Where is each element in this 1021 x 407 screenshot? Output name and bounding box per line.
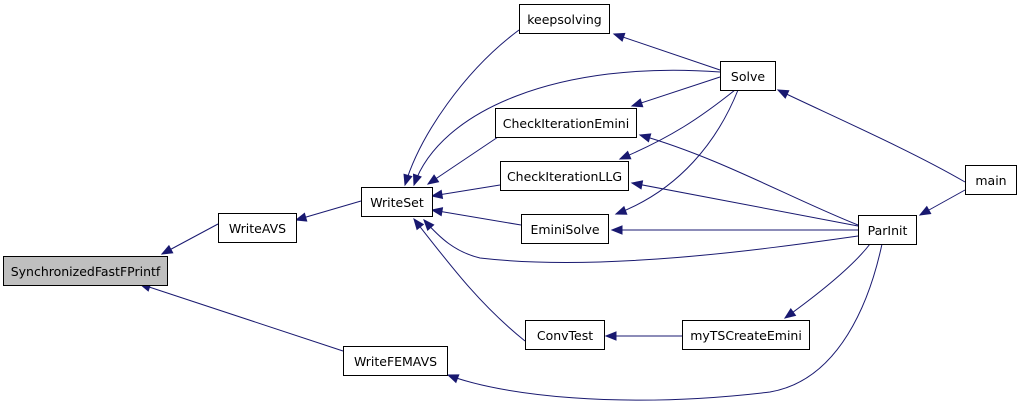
node-wfem[interactable]: WriteFEMAVS	[343, 346, 448, 376]
arrowhead-wavs-sfp	[160, 244, 174, 255]
arrowhead-solv-esol	[614, 205, 628, 215]
node-box[interactable]	[858, 215, 917, 245]
node-label: ConvTest	[537, 328, 593, 343]
node-box[interactable]	[495, 108, 637, 138]
arrowhead-cie-wset	[426, 174, 440, 185]
node-wset[interactable]: WriteSet	[361, 187, 433, 217]
node-box[interactable]	[343, 346, 448, 376]
arrowhead-solv-cie	[630, 98, 644, 108]
edge-cie-wset	[427, 136, 499, 185]
node-pari[interactable]: ParInit	[858, 215, 917, 245]
node-conv[interactable]: ConvTest	[525, 320, 605, 350]
arrowhead-pari-myts	[783, 308, 797, 319]
edge-pari-cie	[639, 134, 859, 226]
arrowhead-myts-conv	[604, 331, 617, 341]
node-sfp[interactable]: SynchronizedFastFPrintf	[3, 256, 168, 286]
arrowhead-main-solv	[776, 89, 790, 99]
edge-wset-wavs	[295, 200, 362, 221]
node-box[interactable]	[3, 256, 168, 286]
arrowhead-pari-wfem	[446, 374, 460, 384]
edge-wfem-sfp	[139, 283, 344, 352]
arrowhead-pari-cil	[630, 180, 644, 190]
edge-cil-wset	[431, 184, 501, 197]
node-label: main	[975, 173, 1006, 188]
edge-keep-wset	[404, 29, 520, 186]
node-layer: SynchronizedFastFPrintf WriteAVS WriteSetW…	[3, 4, 1017, 376]
node-box[interactable]	[218, 213, 297, 243]
node-box[interactable]	[519, 4, 610, 34]
edge-pari-myts	[784, 243, 871, 319]
node-box[interactable]	[682, 320, 810, 350]
node-label: Solve	[731, 69, 765, 84]
edge-solv-keep	[613, 33, 721, 71]
arrowhead-wset-wavs	[294, 212, 308, 222]
node-label: keepsolving	[527, 12, 601, 27]
node-box[interactable]	[525, 320, 605, 350]
arrowhead-solv-cil	[618, 150, 632, 160]
edge-wavs-sfp	[161, 223, 219, 255]
node-main[interactable]: main	[965, 165, 1017, 195]
node-label: WriteSet	[370, 195, 424, 210]
edge-solv-wset	[413, 69, 721, 186]
edge-pari-cil	[631, 182, 859, 227]
arrowhead-cil-wset	[430, 189, 444, 200]
node-esol[interactable]: EminiSolve	[521, 214, 609, 244]
arrowhead-pari-cie	[638, 133, 652, 143]
edge-solv-cil	[619, 89, 736, 160]
arrowhead-solv-keep	[612, 32, 626, 42]
edge-solv-esol	[615, 89, 739, 215]
node-box[interactable]	[720, 61, 776, 91]
node-box[interactable]	[965, 165, 1017, 195]
node-label: CheckIterationLLG	[507, 169, 622, 184]
node-box[interactable]	[500, 161, 629, 191]
node-label: WriteAVS	[229, 221, 286, 236]
arrowhead-solv-wset	[412, 173, 422, 187]
node-cie[interactable]: CheckIterationEmini	[495, 108, 637, 138]
node-label: myTSCreateEmini	[690, 328, 802, 343]
arrowhead-esol-wset	[430, 207, 444, 217]
edge-esol-wset	[431, 209, 522, 226]
node-box[interactable]	[521, 214, 609, 244]
edge-pari-wfem	[447, 243, 883, 401]
node-keep[interactable]: keepsolving	[519, 4, 610, 34]
arrowhead-main-pari	[918, 205, 932, 216]
arrowhead-pari-esol	[610, 225, 623, 235]
node-label: WriteFEMAVS	[354, 354, 437, 369]
node-label: SynchronizedFastFPrintf	[11, 264, 161, 279]
node-wavs[interactable]: WriteAVS	[218, 213, 297, 243]
arrowhead-conv-wset	[413, 217, 425, 231]
node-label: EminiSolve	[530, 222, 599, 237]
edge-pari-wset	[423, 219, 859, 263]
edge-solv-cie	[631, 76, 721, 107]
edge-conv-wset	[413, 218, 526, 342]
arrowhead-pari-wset	[423, 218, 435, 231]
node-label: CheckIterationEmini	[503, 116, 629, 131]
node-label: ParInit	[868, 223, 908, 238]
edge-main-solv	[777, 89, 966, 183]
arrowhead-keep-wset	[403, 173, 413, 187]
node-myts[interactable]: myTSCreateEmini	[682, 320, 810, 350]
node-cil[interactable]: CheckIterationLLG	[500, 161, 629, 191]
node-solv[interactable]: Solve	[720, 61, 776, 91]
node-box[interactable]	[361, 187, 433, 217]
